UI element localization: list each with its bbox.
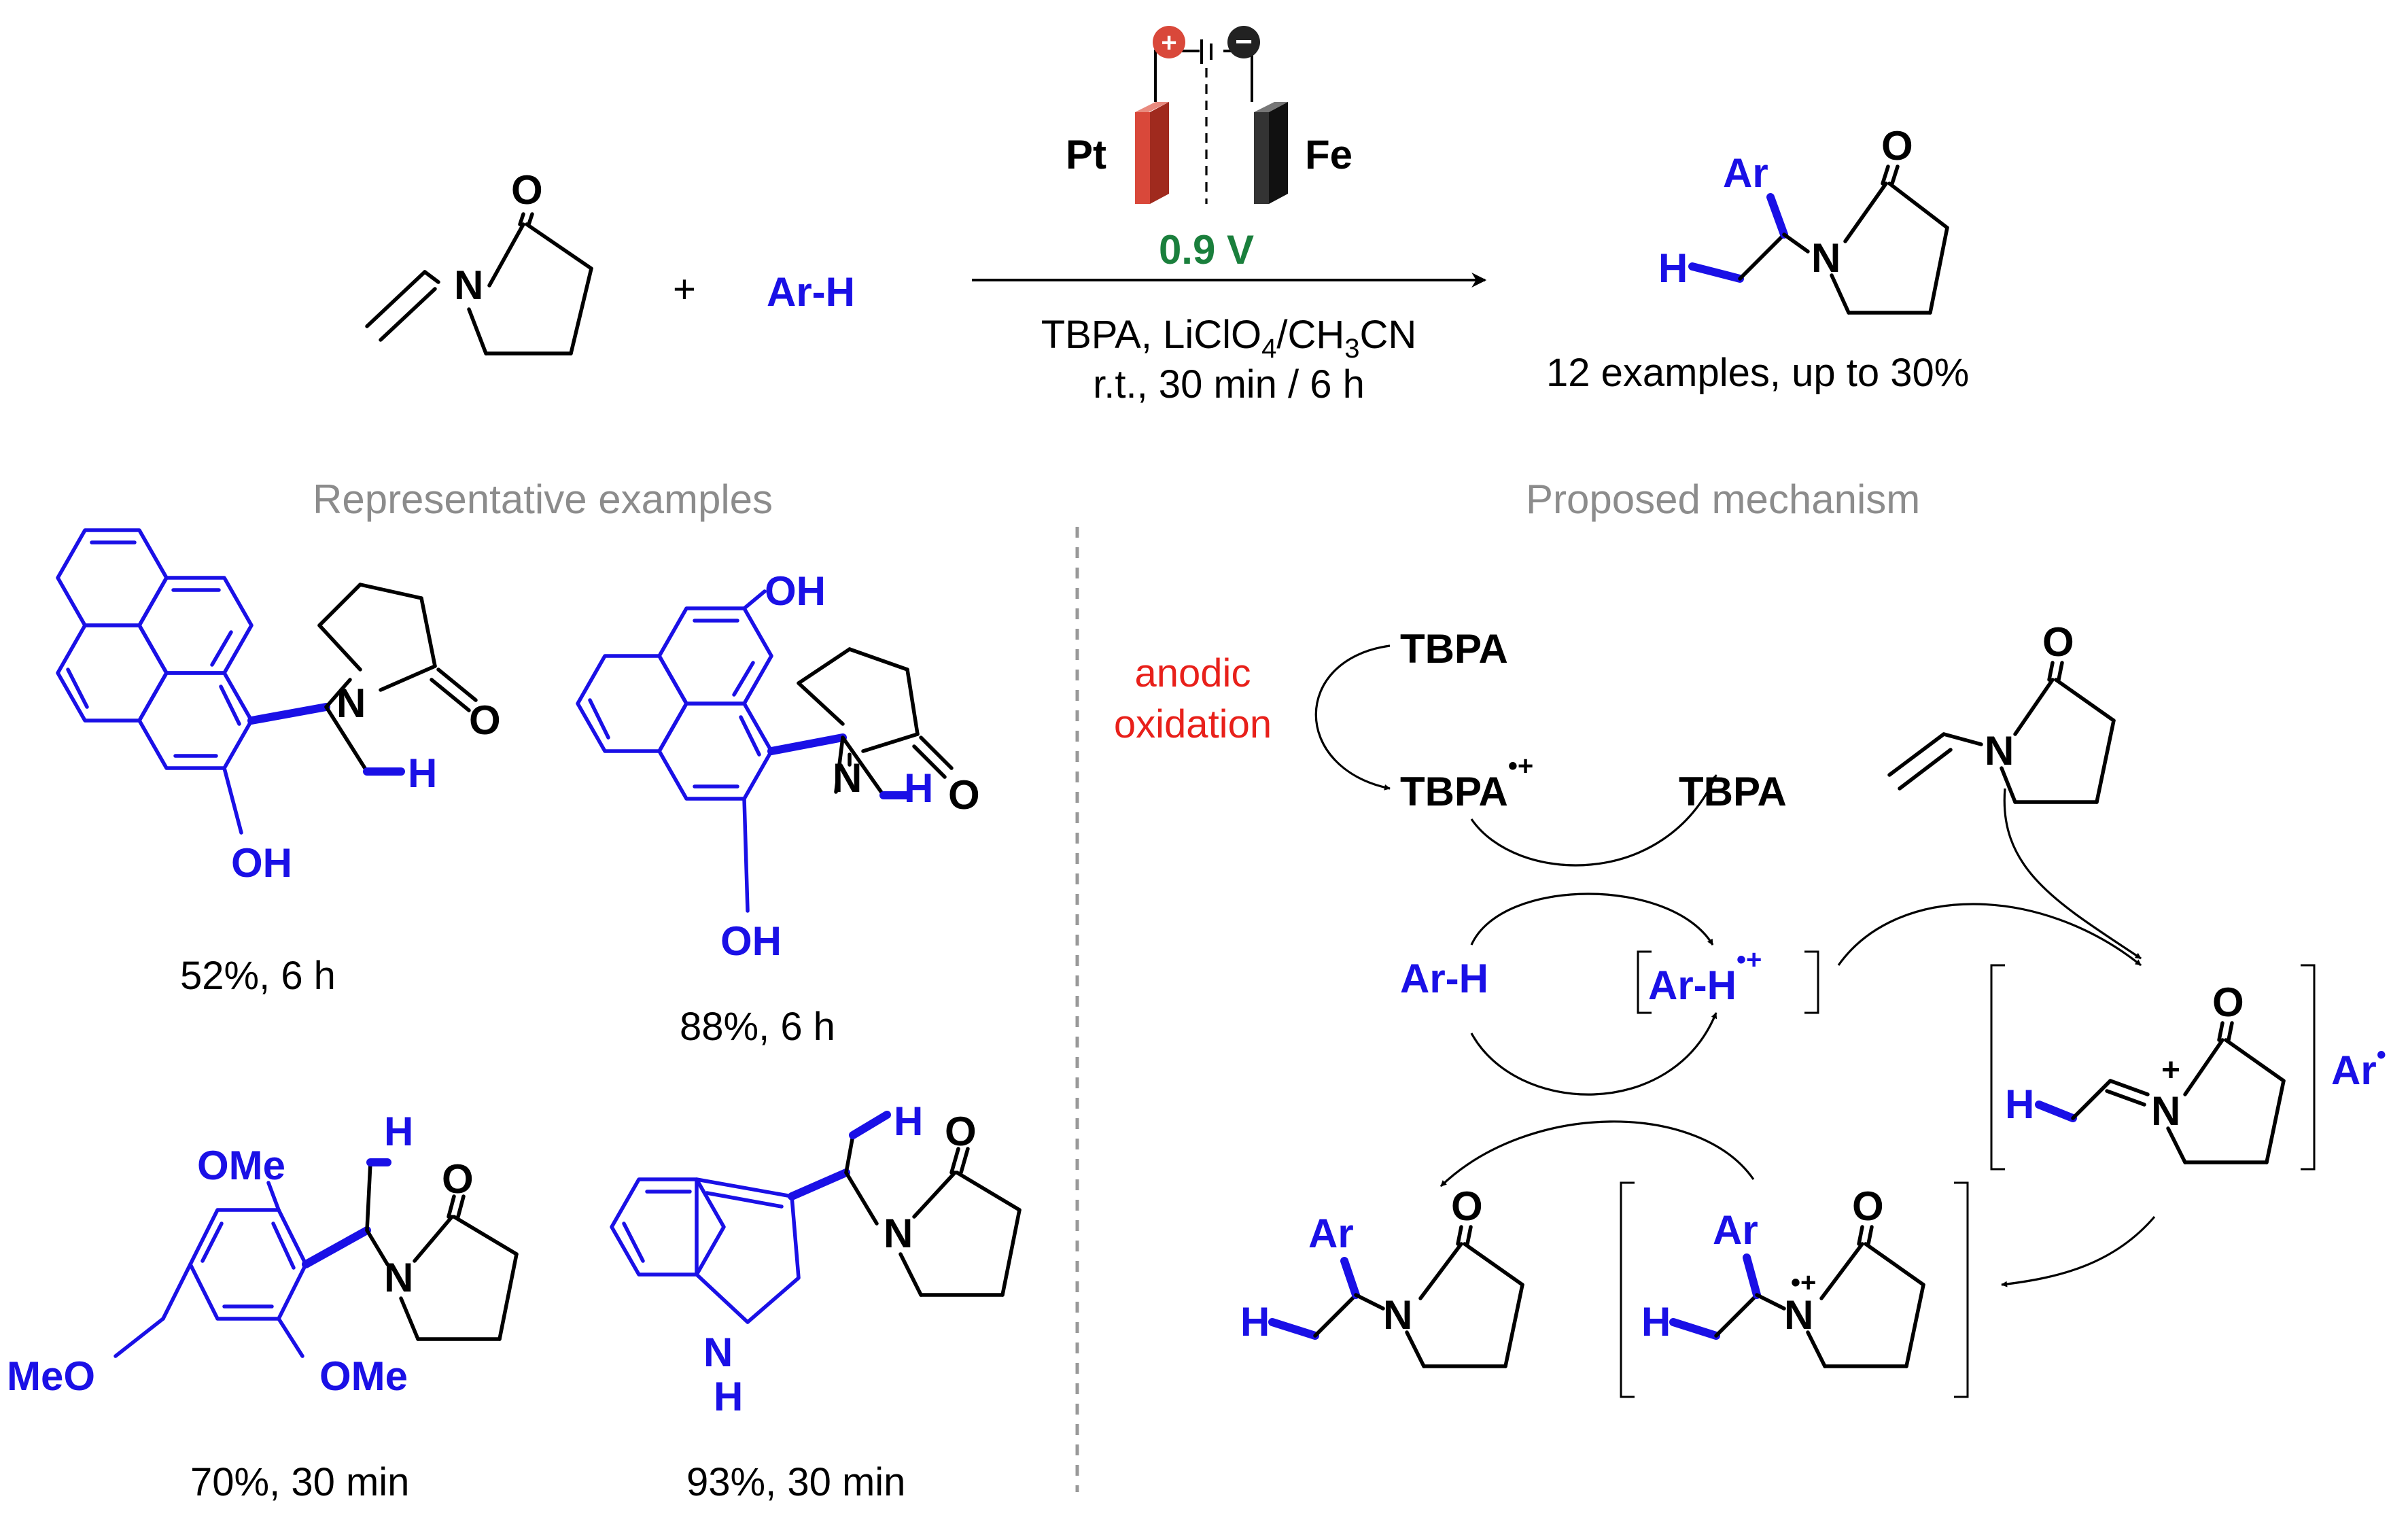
cathode-sign: − xyxy=(1235,25,1253,58)
example-1-oxygen: O xyxy=(469,697,501,743)
mechanism-tbpa-radical-cation: TBPA•+ xyxy=(1400,751,1533,814)
reactant-oxygen: O xyxy=(511,167,543,213)
mechanism-vinylpyrrolidinone: N O xyxy=(1887,619,2116,804)
return-arrow-upper xyxy=(1470,1012,1717,1096)
example-1-hydroxyl: OH xyxy=(231,840,292,886)
example-1-structure: H OH N O xyxy=(56,528,501,886)
radical-cation-nitrogen: N xyxy=(1784,1292,1813,1338)
radical-cation-hydrogen: H xyxy=(1641,1299,1671,1345)
iminium-hydrogen: H xyxy=(2005,1081,2034,1127)
example-2-hydroxyl-top: OH xyxy=(765,568,826,614)
aryl-radical: Ar• xyxy=(2331,1040,2386,1093)
iminium-plus: + xyxy=(2161,1052,2180,1088)
example-3-nitrogen: N xyxy=(384,1255,413,1300)
conditions-time: r.t., 30 min / 6 h xyxy=(1093,362,1365,406)
cathode-terminal-icon xyxy=(1227,26,1260,58)
example-3-oxygen: O xyxy=(442,1156,474,1202)
vinyl-addition-arrow xyxy=(2003,788,2142,960)
example-4-ring-nitrogen: N xyxy=(703,1330,733,1375)
example-2-yield: 88%, 6 h xyxy=(680,1005,835,1049)
example-3-methoxy-top: OMe xyxy=(197,1143,285,1188)
iminium-oxygen: O xyxy=(2212,980,2244,1025)
tbpa-regeneration-arrow xyxy=(1470,774,1717,867)
mechanism-product: Ar H N O xyxy=(1240,1183,1524,1368)
electrochemical-cell: + − Pt Fe 0.9 V xyxy=(1066,25,1353,273)
recombination-arrow xyxy=(2001,1215,2156,1287)
product-oxygen: O xyxy=(1881,123,1913,169)
radical-cation-sign: •+ xyxy=(1791,1268,1816,1298)
plus-sign: + xyxy=(673,267,696,311)
scope-summary: 12 examples, up to 30% xyxy=(1546,351,1969,395)
product-release-arrow xyxy=(1439,1120,1755,1188)
example-4-oxygen: O xyxy=(945,1109,977,1154)
iminium-intermediate: H N + O Ar• xyxy=(1990,964,2386,1171)
mechanism-tbpa-top: TBPA xyxy=(1400,626,1508,672)
anodic-label-line1: anodic xyxy=(1135,651,1251,695)
iminium-nitrogen: N xyxy=(2151,1088,2180,1134)
anode-terminal-icon xyxy=(1153,26,1185,58)
arene-oxidation-arrow xyxy=(1470,893,1714,946)
example-3-methoxy-left: MeO xyxy=(7,1353,95,1399)
example-2-hydrogen: H xyxy=(904,765,933,811)
mechanism-vinyl-nitrogen: N xyxy=(1985,728,2014,774)
arene-radical-cation: Ar-H•+ xyxy=(1637,945,1819,1014)
voltage-label: 0.9 V xyxy=(1159,227,1254,273)
anode-label: Pt xyxy=(1066,132,1106,177)
svg-text:Ar-H•+: Ar-H•+ xyxy=(1648,945,1762,1008)
example-4-yield: 93%, 30 min xyxy=(686,1460,905,1504)
mech-product-nitrogen: N xyxy=(1383,1292,1412,1338)
radical-cation-oxygen: O xyxy=(1852,1183,1884,1229)
product-structure: Ar H N O xyxy=(1658,123,1949,315)
product-hydrogen: H xyxy=(1658,245,1688,291)
reactant-nitrogen: N xyxy=(454,262,483,308)
example-1-yield: 52%, 6 h xyxy=(180,954,336,998)
mechanism-vinyl-oxygen: O xyxy=(2042,619,2074,665)
example-3-structure: OMe OMe MeO H N O xyxy=(7,1109,519,1399)
anode-sign: + xyxy=(1161,28,1176,58)
product-nitrogen: N xyxy=(1811,235,1840,281)
product-radical-cation: Ar H N •+ O xyxy=(1620,1181,1969,1398)
example-4-structure: N H H N O xyxy=(610,1098,1022,1419)
example-3-methoxy-bottom: OMe xyxy=(319,1353,408,1399)
example-1-nitrogen: N xyxy=(336,680,366,726)
reactant-vinylpyrrolidinone: N O xyxy=(365,167,593,356)
oxidation-arrow xyxy=(1314,644,1391,791)
cathode-label: Fe xyxy=(1305,132,1353,177)
example-4-nitrogen: N xyxy=(884,1211,913,1256)
example-4-nh-hydrogen: H xyxy=(714,1374,743,1419)
example-2-hydroxyl-bottom: OH xyxy=(720,918,782,964)
radical-cation-aryl: Ar xyxy=(1713,1207,1758,1253)
mech-product-oxygen: O xyxy=(1451,1183,1483,1229)
example-1-hydrogen: H xyxy=(408,750,437,796)
radical-addition-arrow xyxy=(1837,903,2142,967)
mech-product-aryl: Ar xyxy=(1308,1211,1354,1256)
example-3-hydrogen: H xyxy=(384,1109,413,1154)
examples-heading: Representative examples xyxy=(313,477,773,522)
example-4-hydrogen: H xyxy=(894,1098,923,1144)
example-3-yield: 70%, 30 min xyxy=(190,1460,409,1504)
mech-product-hydrogen: H xyxy=(1240,1299,1270,1345)
example-2-nitrogen: N xyxy=(833,755,862,801)
example-2-oxygen: O xyxy=(948,772,980,818)
product-aryl: Ar xyxy=(1723,150,1768,196)
conditions-reagents: TBPA, LiClO4/CH3CN xyxy=(1041,313,1417,364)
anode-electrode xyxy=(1135,112,1150,204)
mechanism-arene: Ar-H xyxy=(1400,956,1488,1001)
reactant-arene: Ar-H xyxy=(767,269,855,315)
anodic-label-line2: oxidation xyxy=(1114,702,1272,746)
example-2-structure: OH OH H N O xyxy=(576,568,980,964)
cathode-electrode xyxy=(1254,112,1269,204)
mechanism-tbpa-regenerated: TBPA xyxy=(1679,769,1787,814)
mechanism-heading: Proposed mechanism xyxy=(1526,477,1920,522)
